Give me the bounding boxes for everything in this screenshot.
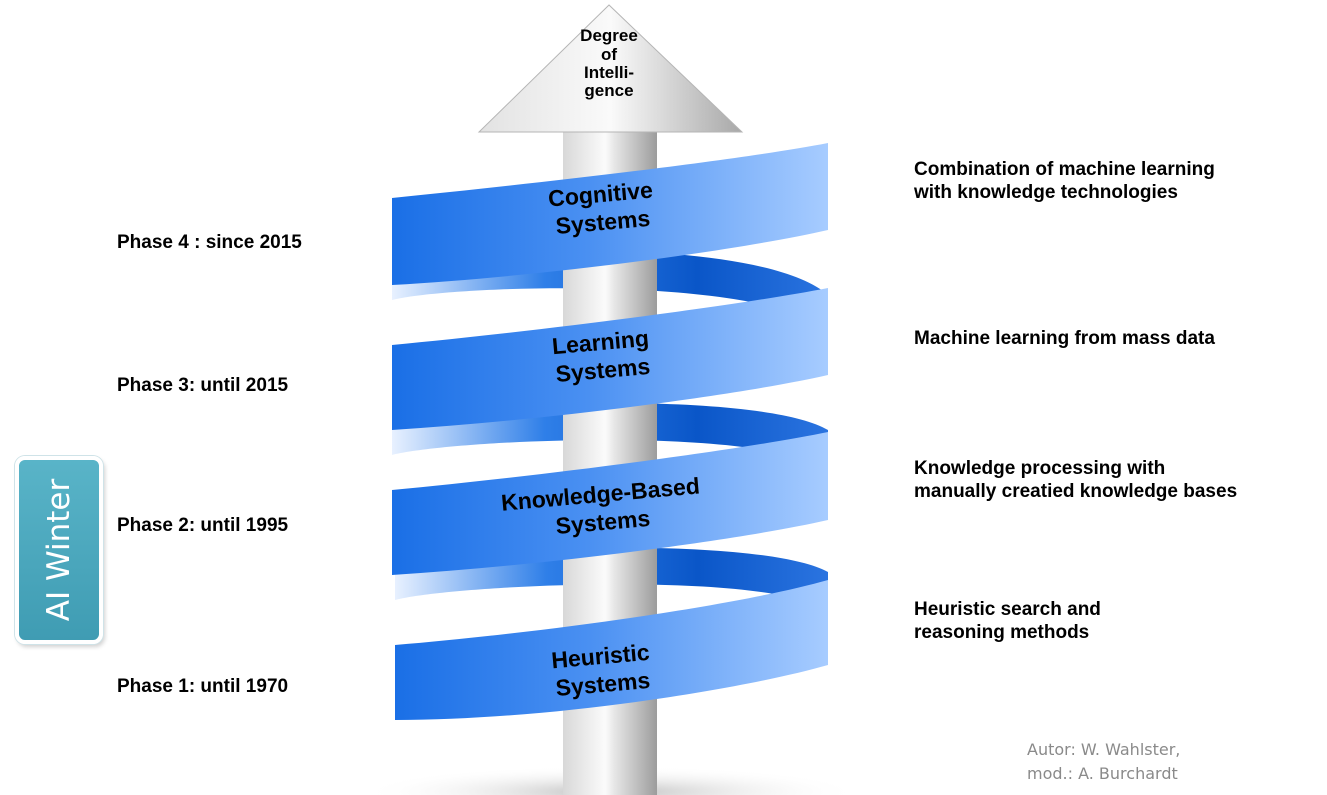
- spiral-front-sections: [392, 143, 828, 720]
- credit-line: mod.: A. Burchardt: [1027, 764, 1178, 783]
- description-line: Combination of machine learning: [914, 159, 1215, 180]
- phase-4-label: Phase 4 : since 2015: [117, 232, 302, 253]
- spiral-band-heuristic: [395, 580, 828, 720]
- ai-winter-box: AI Winter: [15, 456, 103, 644]
- phase-1-label: Phase 1: until 1970: [117, 676, 289, 697]
- description-line: with knowledge technologies: [914, 182, 1178, 203]
- phase-3-description: Machine learning from mass data: [914, 327, 1215, 350]
- description-line: Heuristic search and: [914, 599, 1101, 620]
- arrow-head: [477, 4, 744, 133]
- phase-3-label: Phase 3: until 2015: [117, 375, 289, 396]
- arrow-label-line: of: [601, 45, 617, 64]
- arrow-label-line: Intelli-: [584, 63, 634, 82]
- description-line: Knowledge processing with: [914, 458, 1166, 479]
- description-line: manually creatied knowledge bases: [914, 481, 1238, 502]
- phase-2-label: Phase 2: until 1995: [117, 515, 289, 536]
- author-credit: Autor: W. Wahlster, mod.: A. Burchardt: [1027, 738, 1180, 786]
- spiral-band-cognitive: [392, 143, 828, 285]
- description-line: reasoning methods: [914, 622, 1090, 643]
- arrow-label: Degree of Intelli- gence: [580, 26, 638, 100]
- description-line: Machine learning from mass data: [914, 328, 1215, 349]
- arrow-label-line: Degree: [580, 26, 638, 45]
- phase-1-description: Heuristic search and reasoning methods: [914, 598, 1101, 644]
- arrow-label-line: gence: [584, 81, 633, 100]
- spiral-band-learning: [392, 288, 828, 430]
- credit-line: Autor: W. Wahlster,: [1027, 740, 1181, 759]
- ai-winter-label: AI Winter: [41, 478, 77, 622]
- phase-4-description: Combination of machine learning with kno…: [914, 158, 1215, 204]
- phase-2-description: Knowledge processing with manually creat…: [914, 457, 1237, 503]
- spiral-band-knowledge-based: [392, 432, 828, 575]
